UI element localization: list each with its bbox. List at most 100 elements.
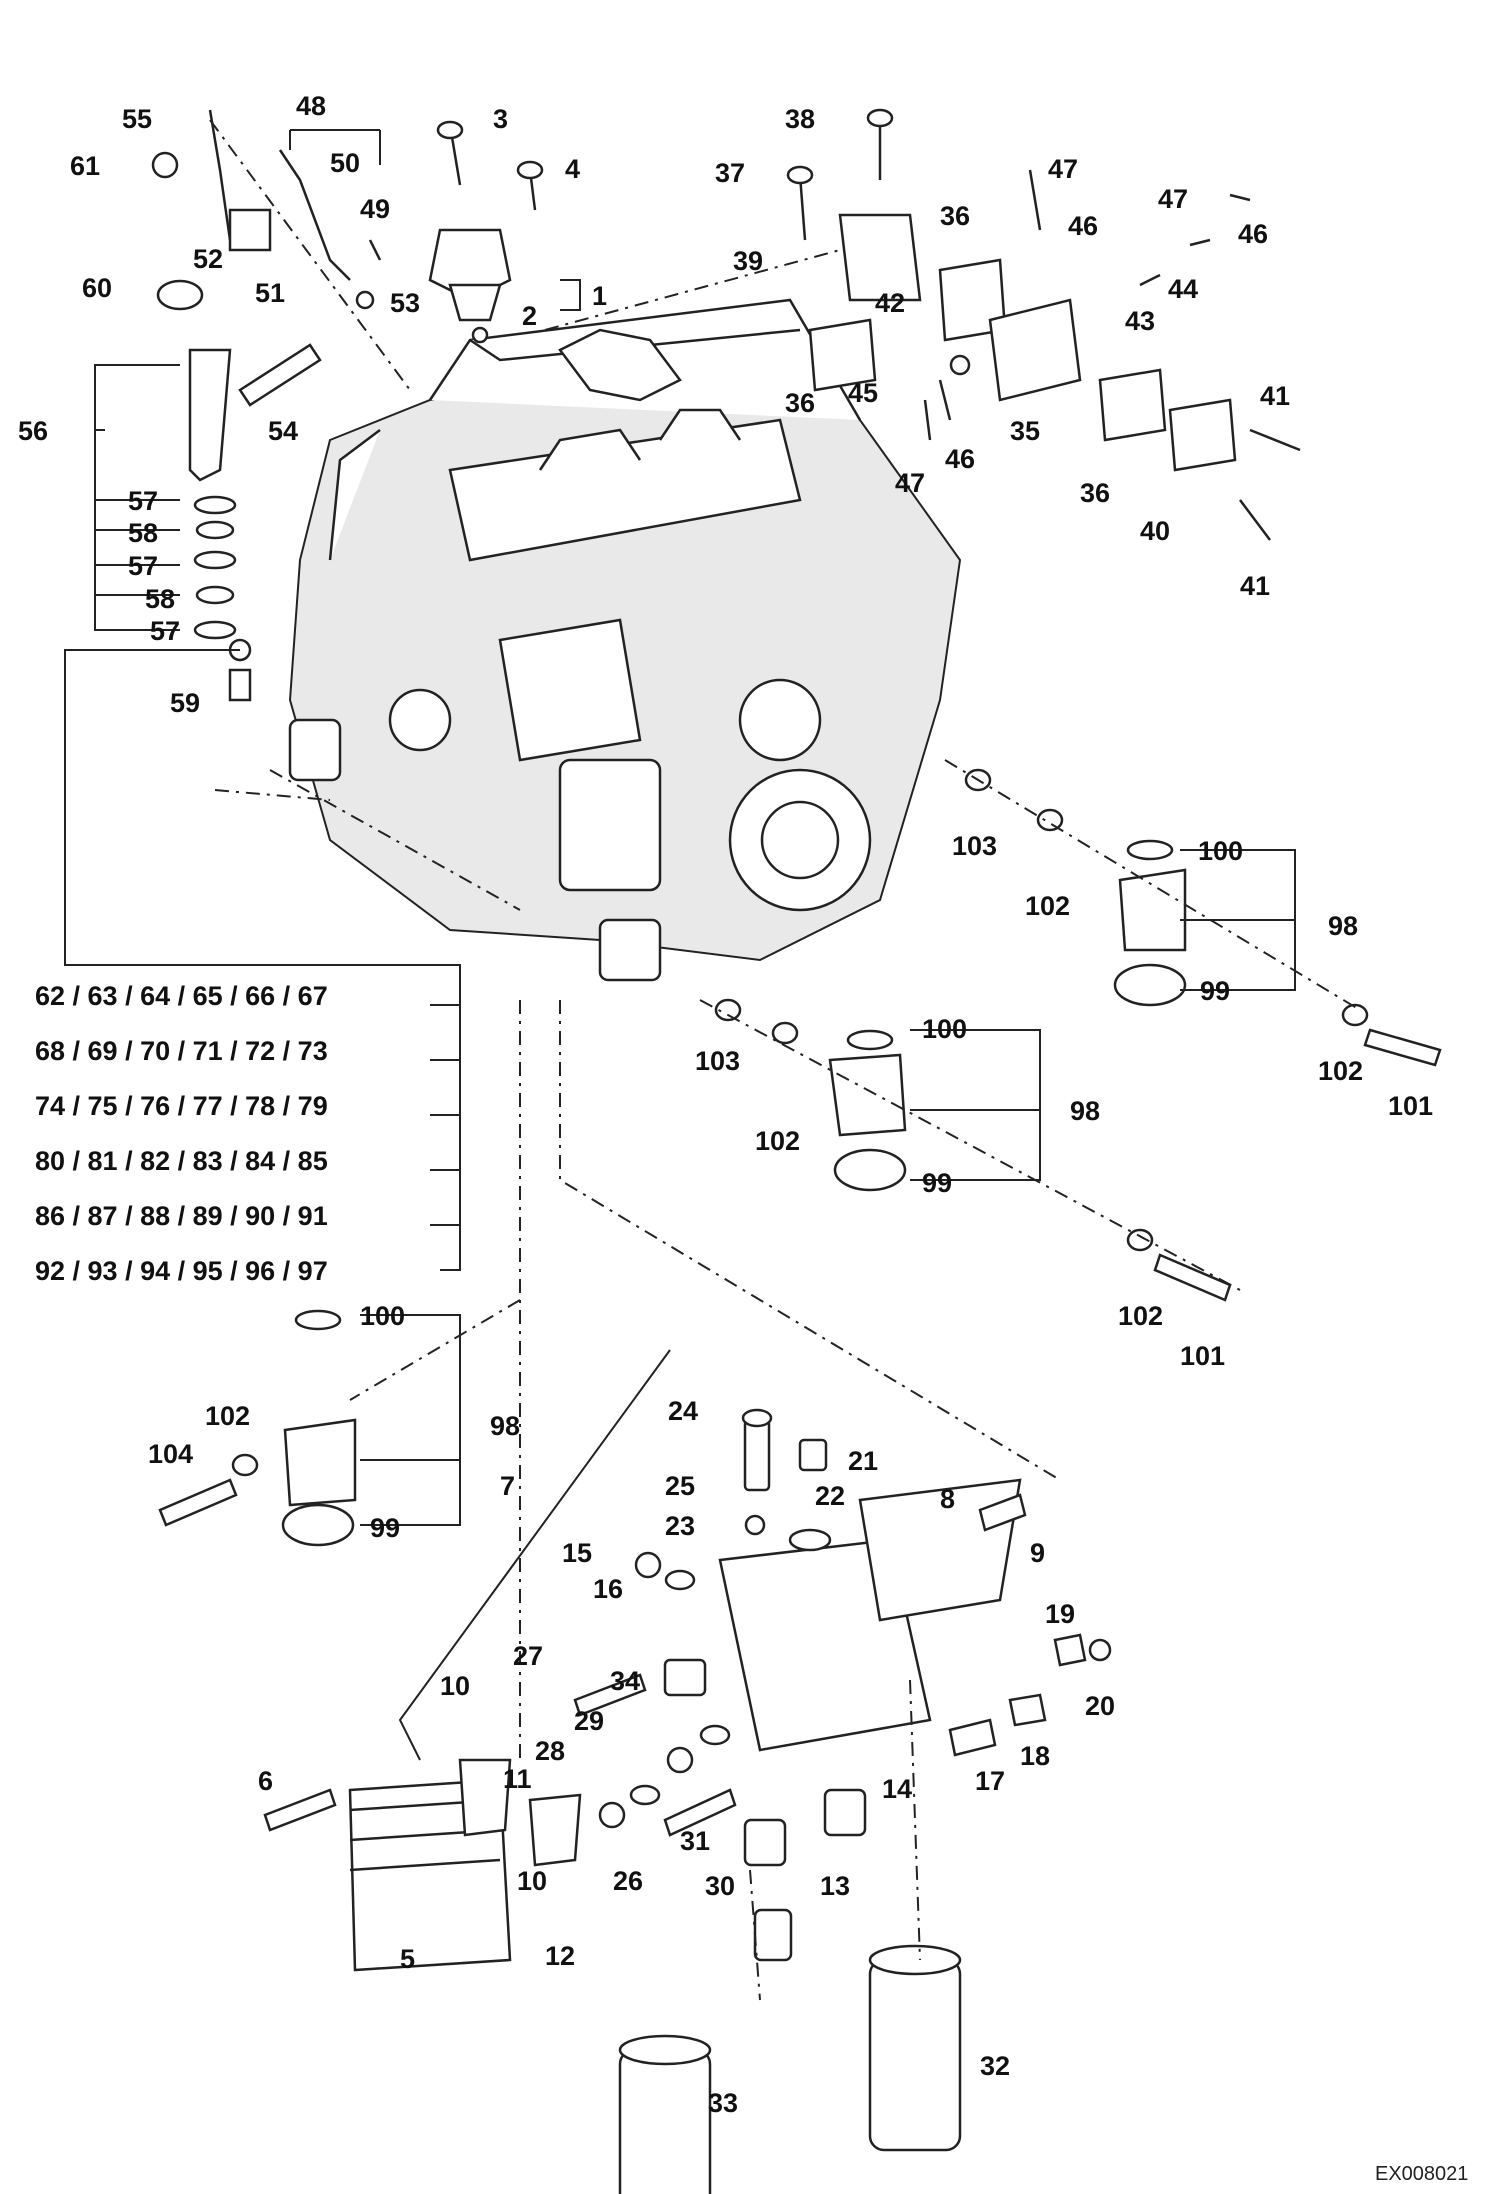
callout-18: 18 xyxy=(1020,1741,1050,1771)
callout-41b: 41 xyxy=(1240,571,1270,601)
callout-102b: 102 xyxy=(1318,1056,1363,1086)
callout-102e: 102 xyxy=(205,1401,250,1431)
callout-99b: 99 xyxy=(922,1168,952,1198)
callout-27: 27 xyxy=(513,1641,543,1671)
callout-47b: 47 xyxy=(1158,184,1188,214)
callout-33: 33 xyxy=(708,2088,738,2118)
callout-59: 59 xyxy=(170,688,200,718)
callout-44: 44 xyxy=(1168,274,1198,304)
callout-54: 54 xyxy=(268,416,298,446)
callout-99c: 99 xyxy=(370,1513,400,1543)
callout-101a: 101 xyxy=(1388,1091,1433,1121)
callout-7: 7 xyxy=(500,1471,515,1501)
callout-20: 20 xyxy=(1085,1691,1115,1721)
callout-32: 32 xyxy=(980,2051,1010,2081)
callout-13: 13 xyxy=(820,1871,850,1901)
callout-39: 39 xyxy=(733,246,763,276)
callout-36c: 36 xyxy=(1080,478,1110,508)
callout-8: 8 xyxy=(940,1484,955,1514)
callout-35: 35 xyxy=(1010,416,1040,446)
callout-49: 49 xyxy=(360,194,390,224)
callout-28: 28 xyxy=(535,1736,565,1766)
parts-group-oil-cooler-filter xyxy=(263,1408,1112,2194)
list-row: 86 / 87 / 88 / 89 / 90 / 91 xyxy=(35,1201,328,1231)
parts-group-engine-mounts-right xyxy=(714,768,1442,1302)
callout-46a: 46 xyxy=(1068,211,1098,241)
callout-26: 26 xyxy=(613,1866,643,1896)
callout-36a: 36 xyxy=(940,201,970,231)
callout-38: 38 xyxy=(785,104,815,134)
engine-assembly xyxy=(288,298,962,982)
callout-37: 37 xyxy=(715,158,745,188)
callout-58a: 58 xyxy=(128,518,158,548)
callout-102d: 102 xyxy=(1118,1301,1163,1331)
callout-41a: 41 xyxy=(1260,381,1290,411)
callout-103a: 103 xyxy=(952,831,997,861)
callout-1: 1 xyxy=(592,281,607,311)
assembly-lines xyxy=(209,119,1361,2001)
callout-14: 14 xyxy=(882,1774,912,1804)
callout-100b: 100 xyxy=(922,1014,967,1044)
callout-47c: 47 xyxy=(895,468,925,498)
callout-98a: 98 xyxy=(1328,911,1358,941)
callout-40: 40 xyxy=(1140,516,1170,546)
callout-99a: 99 xyxy=(1200,976,1230,1006)
callout-58b: 58 xyxy=(145,584,175,614)
list-row: 80 / 81 / 82 / 83 / 84 / 85 xyxy=(35,1146,328,1176)
callout-15: 15 xyxy=(562,1538,592,1568)
callout-103b: 103 xyxy=(695,1046,740,1076)
callout-16: 16 xyxy=(593,1574,623,1604)
part-number-list: 62 / 63 / 64 / 65 / 66 / 67 68 / 69 / 70… xyxy=(35,981,328,1286)
callout-55: 55 xyxy=(122,104,152,134)
parts-group-engine-mount-left xyxy=(158,1309,357,1547)
callout-25: 25 xyxy=(665,1471,695,1501)
drawing-code: EX008021 xyxy=(1375,2163,1468,2185)
callout-50: 50 xyxy=(330,148,360,178)
callout-57b: 57 xyxy=(128,551,158,581)
callout-60: 60 xyxy=(82,273,112,303)
callout-102c: 102 xyxy=(755,1126,800,1156)
callout-6: 6 xyxy=(258,1766,273,1796)
callout-52: 52 xyxy=(193,244,223,274)
callout-42: 42 xyxy=(875,288,905,318)
callout-98b: 98 xyxy=(1070,1096,1100,1126)
callout-51: 51 xyxy=(255,278,285,308)
callout-10a: 10 xyxy=(440,1671,470,1701)
callout-53: 53 xyxy=(390,288,420,318)
callout-98c: 98 xyxy=(490,1411,520,1441)
callout-24: 24 xyxy=(668,1396,698,1426)
callout-36b: 36 xyxy=(785,388,815,418)
callout-22: 22 xyxy=(815,1481,845,1511)
list-row: 74 / 75 / 76 / 77 / 78 / 79 xyxy=(35,1091,328,1121)
callout-23: 23 xyxy=(665,1511,695,1541)
callout-5: 5 xyxy=(400,1944,415,1974)
callout-4: 4 xyxy=(565,154,580,184)
list-row: 68 / 69 / 70 / 71 / 72 / 73 xyxy=(35,1036,328,1066)
callout-9: 9 xyxy=(1030,1538,1045,1568)
callout-48: 48 xyxy=(296,91,326,121)
callout-11: 11 xyxy=(503,1764,532,1794)
callout-12: 12 xyxy=(545,1941,575,1971)
callout-labels: 1 2 3 4 5 6 7 8 9 10 10 11 12 13 14 15 1… xyxy=(18,91,1433,2118)
callout-102a: 102 xyxy=(1025,891,1070,921)
callout-100c: 100 xyxy=(360,1301,405,1331)
callout-31: 31 xyxy=(680,1826,710,1856)
callout-101b: 101 xyxy=(1180,1341,1225,1371)
parts-group-thermostat xyxy=(428,108,922,344)
callout-57c: 57 xyxy=(150,616,180,646)
callout-34: 34 xyxy=(610,1666,640,1696)
callout-100a: 100 xyxy=(1198,836,1243,866)
list-row: 62 / 63 / 64 / 65 / 66 / 67 xyxy=(35,981,328,1011)
callout-2: 2 xyxy=(522,301,537,331)
callout-46b: 46 xyxy=(1238,219,1268,249)
callout-57a: 57 xyxy=(128,486,158,516)
parts-group-fuel-injector xyxy=(151,109,382,702)
callout-21: 21 xyxy=(848,1446,878,1476)
parts-group-exhaust-manifold xyxy=(808,169,1301,541)
callout-45: 45 xyxy=(848,378,878,408)
callout-46c: 46 xyxy=(945,444,975,474)
callout-10b: 10 xyxy=(517,1866,547,1896)
callout-61: 61 xyxy=(70,151,100,181)
callout-104: 104 xyxy=(148,1439,193,1469)
callout-17: 17 xyxy=(975,1766,1005,1796)
